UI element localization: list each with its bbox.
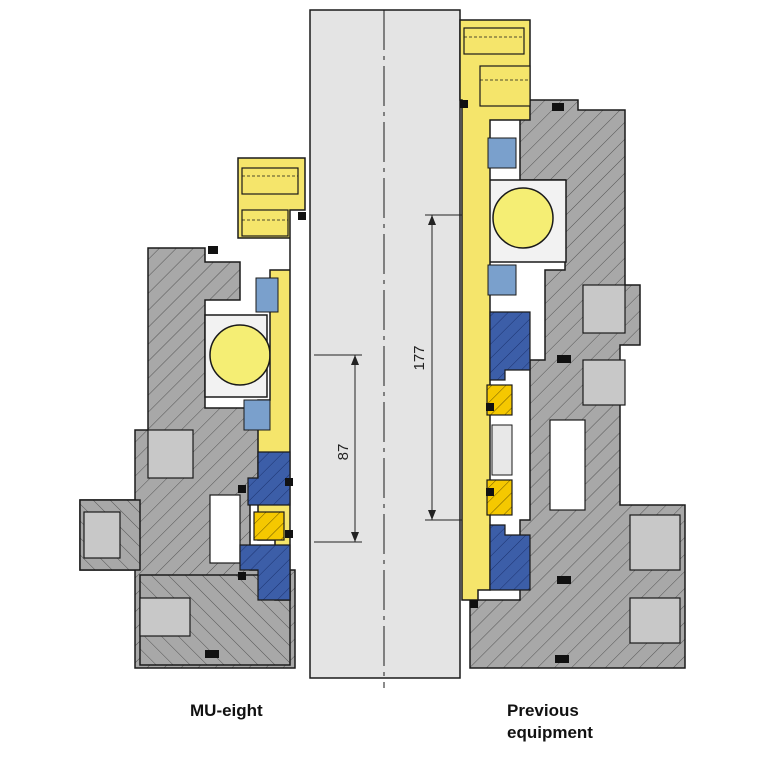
right-ring-mid (487, 264, 517, 296)
right-set-screw-2 (479, 65, 531, 107)
left-set-screw-2 (241, 209, 289, 237)
dimension-label-right: 177 (411, 345, 428, 370)
mu-eight-seal (79, 157, 306, 669)
left-port-lower (139, 597, 191, 637)
left-set-screw-1 (241, 167, 299, 195)
left-bearing-ball (209, 324, 271, 386)
caption-mu-eight: MU-eight (190, 701, 263, 720)
previous-equipment-seal (459, 19, 686, 669)
right-port-1 (582, 284, 626, 334)
left-seal-ring (253, 511, 285, 541)
right-ring-top (487, 137, 517, 169)
right-seal-ring-2 (486, 479, 513, 516)
caption-previous-equipment: Previous equipment (507, 700, 593, 744)
left-seal-face-lower (239, 544, 291, 601)
right-set-screw-1 (463, 27, 525, 55)
right-port-2 (582, 359, 626, 406)
left-port-upper (147, 429, 194, 479)
left-seal-face-upper (247, 451, 291, 506)
right-seal-face-upper (489, 311, 531, 381)
left-ring-top (255, 277, 279, 313)
caption-previous-line1: Previous (507, 701, 579, 720)
right-bearing-ball (492, 187, 554, 249)
caption-previous-line2: equipment (507, 723, 593, 742)
left-ring-mid (243, 399, 271, 431)
right-seal-face-lower (489, 524, 531, 591)
dimension-label-left: 87 (335, 444, 352, 461)
right-port-3 (629, 514, 681, 571)
right-port-4 (629, 597, 681, 644)
dimension-right: 177 (411, 214, 462, 521)
dimension-left: 87 (314, 354, 362, 543)
shaft (309, 9, 461, 688)
